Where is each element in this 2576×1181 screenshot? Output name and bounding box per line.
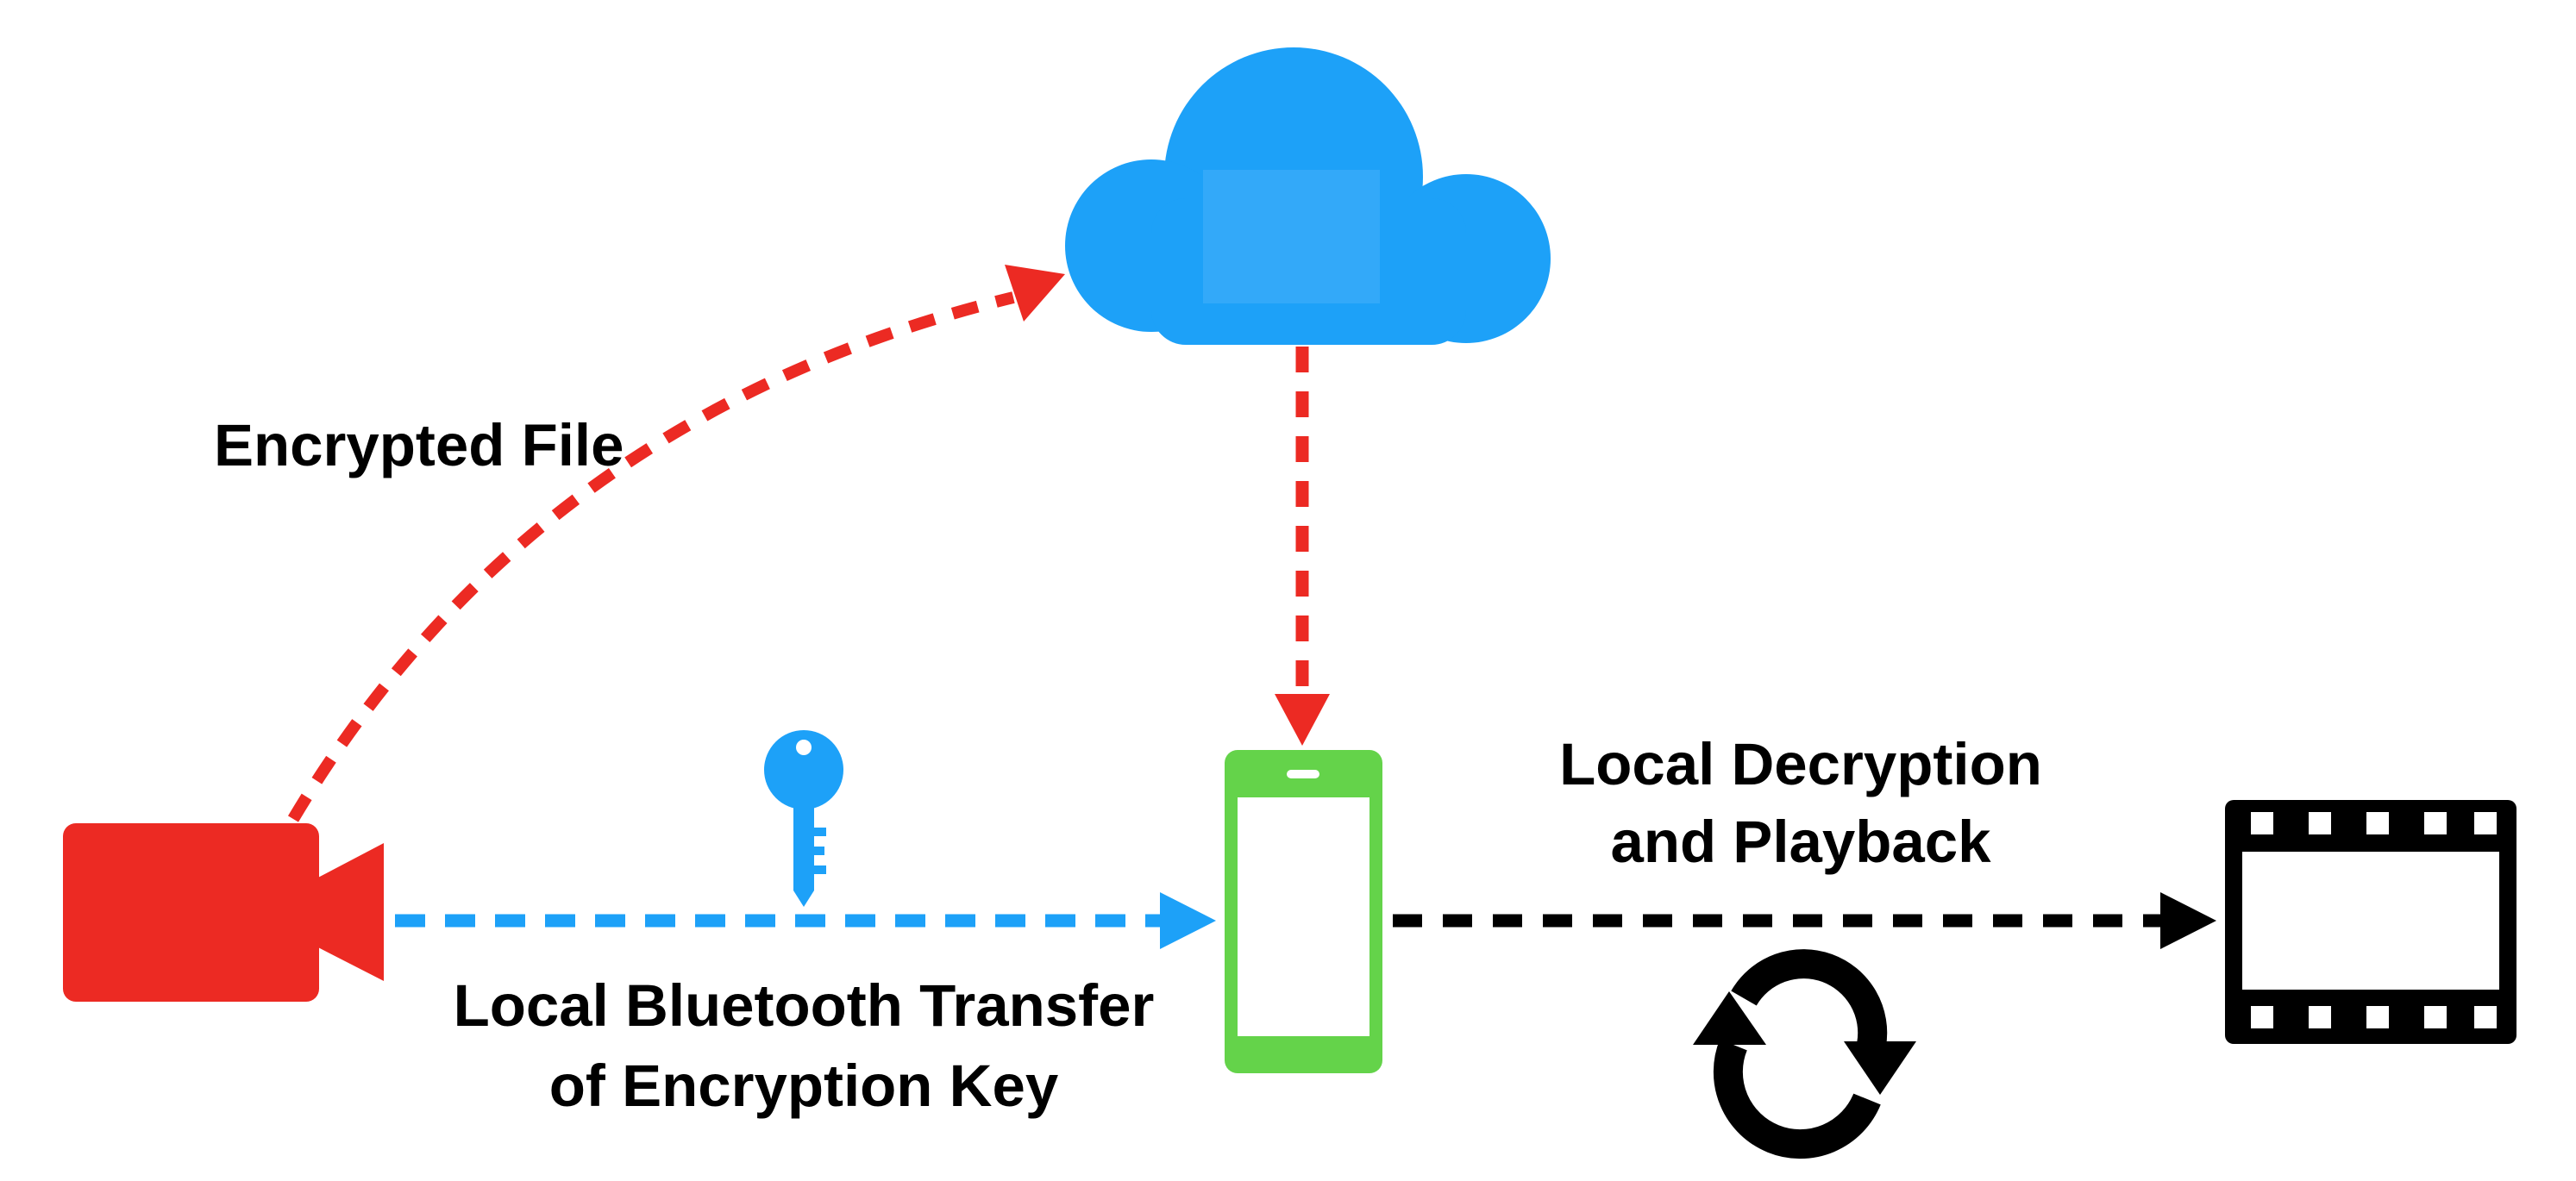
encrypted-file-label: Encrypted File <box>214 412 624 478</box>
decryption-playback-label-line1: Local Decryption <box>1559 731 2042 797</box>
smartphone-icon <box>1225 750 1382 1073</box>
sync-arrows-icon <box>1693 949 1916 1159</box>
bluetooth-transfer-label-line2: of Encryption Key <box>549 1053 1058 1119</box>
film-strip-icon <box>2225 800 2516 1044</box>
key-icon <box>764 730 843 907</box>
video-camera-icon <box>63 823 384 1002</box>
cloud-to-phone-arrow-head <box>1275 694 1330 746</box>
decryption-playback-label-line2: and Playback <box>1610 809 1991 875</box>
bluetooth-transfer-arrow-head <box>1160 892 1216 949</box>
encrypted-file-arrow-path <box>287 291 1015 822</box>
playback-arrow-head <box>2160 892 2216 949</box>
bluetooth-transfer-label-line1: Local Bluetooth Transfer <box>454 972 1155 1039</box>
cloud-icon <box>1065 47 1551 345</box>
encrypted-file-arrow-head <box>1005 265 1065 322</box>
